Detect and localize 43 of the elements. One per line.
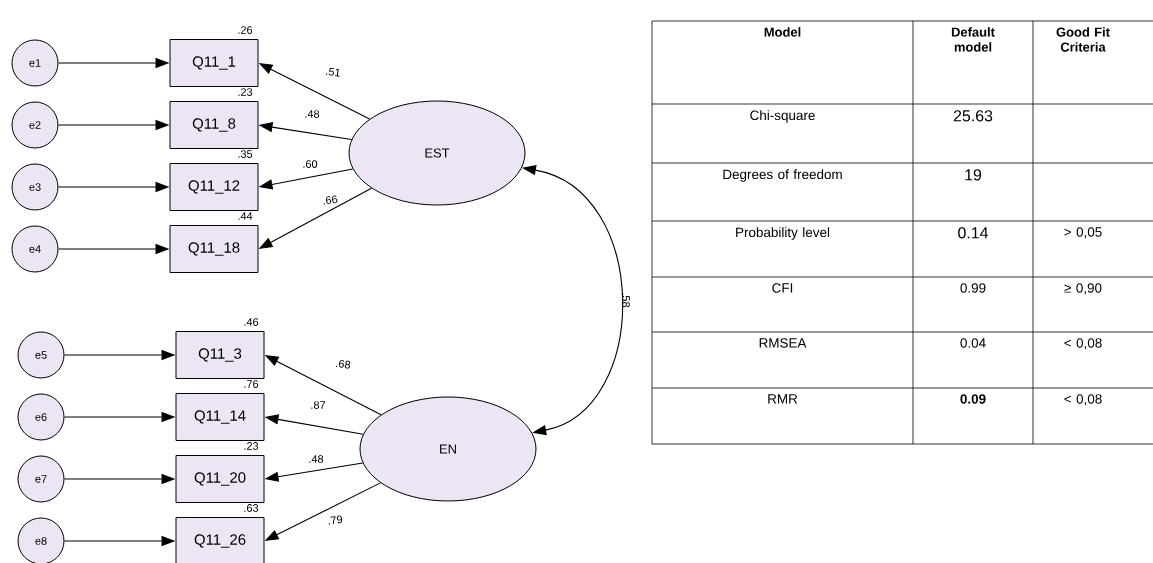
table-cell: > 0,05 [1064,227,1102,239]
r-squared-value: .23 [244,442,259,450]
table-cell: CFI [772,283,793,293]
variable-box: Q11_14 [175,393,265,441]
table-cell: 0.99 [960,283,986,293]
r-squared-value: .35 [238,150,253,158]
table-cell: 0.09 [960,394,986,404]
table-cell: RMSEA [759,338,807,348]
edge-label: .87 [311,401,326,409]
table-cell: 0.04 [960,338,986,348]
table-cell: Default model [951,27,995,52]
table-cell: < 0,08 [1064,394,1102,406]
table-cell: 25.63 [953,110,993,122]
table-cell: 19 [965,169,982,181]
table-cell: Degrees of freedom [723,169,842,182]
r-squared-value: .63 [244,504,259,512]
table-cell: Model [764,27,801,37]
variable-box: Q11_18 [169,225,259,273]
table-cell: < 0,08 [1064,338,1102,350]
table-cell: RMR [768,394,798,404]
table-cell: ≥ 0,90 [1064,283,1102,295]
r-squared-value: .26 [238,26,253,34]
edge-label: .66 [323,195,338,205]
edge-label: .48 [309,455,324,463]
edge-label: .48 [305,110,320,118]
edge-label: .79 [328,515,343,525]
r-squared-value: .23 [238,88,253,96]
edge-label: .51 [325,67,340,77]
variable-box: Q11_3 [175,331,265,379]
variable-box: Q11_1 [169,39,259,87]
table-cell: Good Fit Criteria [1056,27,1110,52]
table-cell: 0.14 [958,227,989,239]
edge-label: .68 [335,359,351,369]
r-squared-value: .46 [244,318,259,326]
variable-box: Q11_20 [175,455,265,503]
variable-box: Q11_12 [169,163,259,211]
r-squared-value: .44 [238,212,253,220]
table-cell: Chi-square [750,110,815,123]
table-cell: Probability level [736,227,830,240]
variable-box: Q11_26 [175,517,265,563]
edge-label: .60 [303,160,318,168]
r-squared-value: .76 [244,380,259,388]
variable-box: Q11_8 [169,101,259,149]
